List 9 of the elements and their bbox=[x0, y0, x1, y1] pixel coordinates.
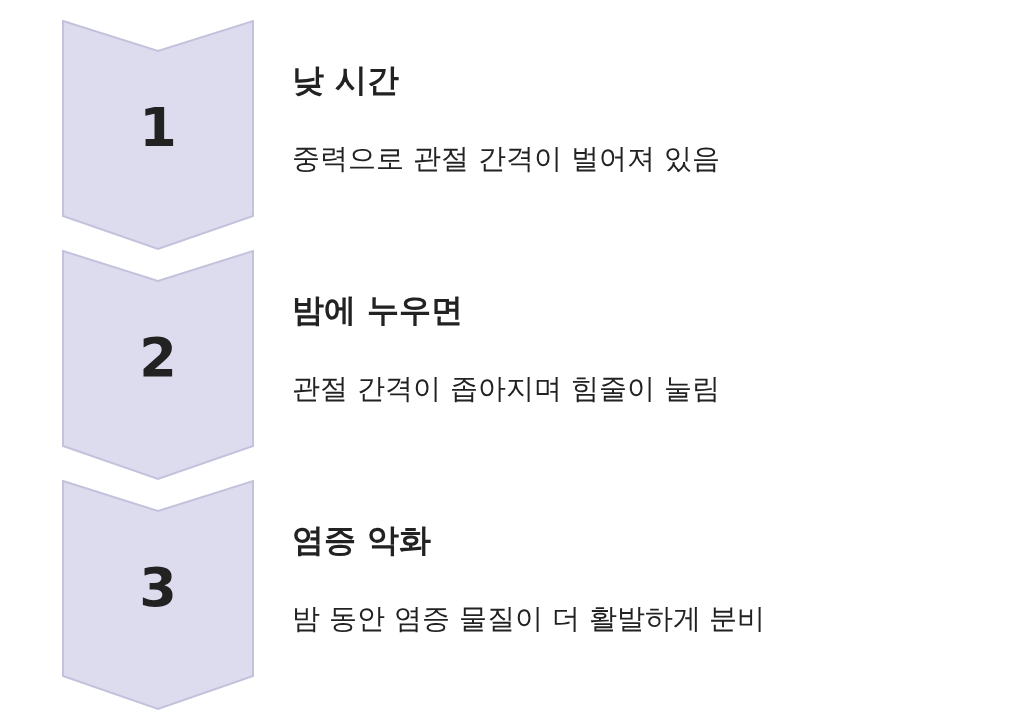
step-description: 밤 동안 염증 물질이 더 활발하게 분비 bbox=[292, 601, 766, 637]
step-number: 2 bbox=[139, 326, 177, 390]
step-description: 중력으로 관절 간격이 벌어져 있음 bbox=[292, 141, 720, 177]
step-heading: 낮 시간 bbox=[292, 60, 400, 100]
step-description: 관절 간격이 좁아지며 힘줄이 눌림 bbox=[292, 371, 720, 407]
step-heading: 염증 악화 bbox=[292, 520, 432, 560]
step-heading: 밤에 누우면 bbox=[292, 290, 464, 330]
step-number: 1 bbox=[139, 96, 177, 160]
step-number: 3 bbox=[139, 556, 177, 620]
